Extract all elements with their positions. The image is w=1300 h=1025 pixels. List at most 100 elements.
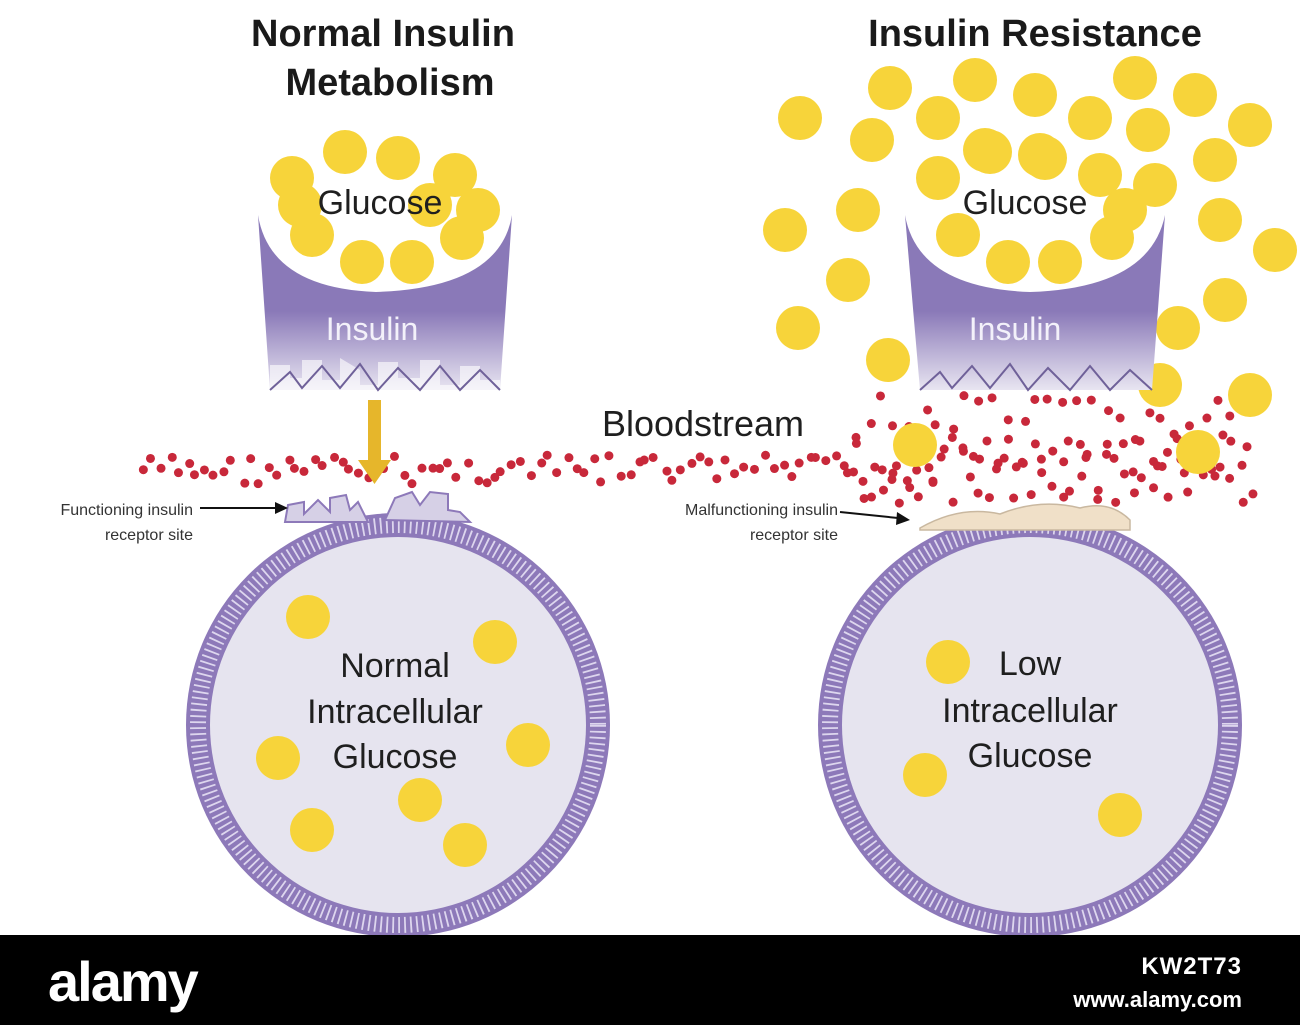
red-blood-cell — [687, 458, 697, 468]
glucose-label-right: Glucose — [963, 184, 1088, 222]
red-blood-cell — [999, 453, 1009, 463]
red-blood-cell — [1226, 436, 1236, 446]
red-blood-cell — [1030, 439, 1040, 449]
functioning-receptor-site — [283, 490, 473, 524]
bloodstream-red-cells — [138, 391, 1258, 508]
glucose-dot — [916, 96, 960, 140]
red-blood-cell — [317, 461, 327, 471]
red-blood-cell — [246, 454, 256, 464]
brand-logo: alamy — [48, 950, 199, 1013]
red-blood-cell — [526, 471, 536, 481]
red-blood-cell — [417, 463, 427, 473]
red-blood-cell — [1036, 454, 1046, 464]
red-blood-cell — [1169, 429, 1179, 439]
red-blood-cell — [949, 424, 959, 434]
red-blood-cell — [866, 492, 876, 502]
glucose-dot — [1098, 793, 1142, 837]
red-blood-cell — [1075, 439, 1085, 449]
red-blood-cell — [888, 421, 898, 431]
red-blood-cell — [1072, 396, 1082, 406]
insulin-molecule-right — [905, 130, 1165, 392]
red-blood-cell — [902, 476, 912, 486]
red-blood-cell — [973, 488, 983, 498]
red-blood-cell — [1017, 457, 1027, 467]
red-blood-cell — [389, 451, 399, 461]
red-blood-cell — [639, 455, 649, 465]
red-blood-cell — [1162, 447, 1172, 457]
glucose-dot — [376, 136, 420, 180]
red-blood-cell — [464, 458, 474, 468]
red-blood-cell — [564, 453, 574, 463]
malfunctioning-receptor-site — [919, 503, 1131, 531]
red-blood-cell — [1009, 493, 1019, 503]
red-blood-cell — [1202, 413, 1212, 423]
red-blood-cell — [285, 455, 295, 465]
red-blood-cell — [1128, 467, 1138, 477]
footer-info: KW2T73 www.alamy.com — [1073, 953, 1242, 1013]
glucose-dot — [278, 183, 322, 227]
glucose-dot — [408, 183, 452, 227]
insulin-label-left: Insulin — [326, 311, 419, 347]
glucose-dot — [256, 736, 300, 780]
red-blood-cell — [1063, 436, 1073, 446]
red-blood-cell — [1225, 473, 1235, 483]
red-blood-cell — [451, 472, 461, 482]
red-blood-cell — [1109, 453, 1119, 463]
glucose-dot — [1068, 96, 1112, 140]
glucose-dot — [866, 338, 910, 382]
red-blood-cell — [739, 462, 749, 472]
glucose-dot — [1090, 216, 1134, 260]
red-blood-cell — [1030, 394, 1040, 404]
red-blood-cell — [965, 472, 975, 482]
glucose-dot — [1133, 163, 1177, 207]
red-blood-cell — [1215, 462, 1225, 472]
red-blood-cell — [1225, 411, 1235, 421]
image-id: KW2T73 — [1141, 953, 1242, 980]
red-blood-cell — [947, 432, 957, 442]
red-blood-cell — [1086, 395, 1096, 405]
red-blood-cell — [596, 477, 606, 487]
red-blood-cell — [1102, 439, 1112, 449]
red-blood-cell — [1153, 461, 1163, 471]
red-blood-cell — [1136, 473, 1146, 483]
red-blood-cell — [338, 457, 348, 467]
glucose-dot — [440, 216, 484, 260]
red-blood-cell — [428, 463, 438, 473]
glucose-dot — [986, 240, 1030, 284]
red-blood-cell — [780, 460, 790, 470]
red-blood-cell — [442, 458, 452, 468]
glucose-dot — [868, 66, 912, 110]
red-blood-cell — [1048, 446, 1058, 456]
glucose-dot — [1126, 108, 1170, 152]
cell-right-line3: Glucose — [968, 737, 1093, 775]
red-blood-cell — [975, 454, 985, 464]
red-blood-cell — [939, 444, 949, 454]
red-blood-cell — [145, 453, 155, 463]
red-blood-cell — [894, 498, 904, 508]
glucose-dot — [936, 213, 980, 257]
title-left-line2: Metabolism — [285, 62, 494, 104]
red-blood-cell — [1021, 416, 1031, 426]
cell-left-line2: Intracellular — [307, 693, 483, 731]
red-blood-cell — [1218, 430, 1228, 440]
glucose-dot — [506, 723, 550, 767]
red-blood-cell — [878, 485, 888, 495]
glucose-dot — [893, 423, 937, 467]
site-url: www.alamy.com — [1073, 987, 1242, 1012]
red-blood-cell — [936, 452, 946, 462]
footer-bar: alamy KW2T73 www.alamy.com — [0, 935, 1300, 1025]
red-blood-cell — [866, 419, 876, 429]
functioning-pointer-arrow — [200, 502, 288, 514]
red-blood-cell — [1155, 413, 1165, 423]
glucose-dot — [763, 208, 807, 252]
red-blood-cell — [311, 455, 321, 465]
cell-left — [186, 513, 610, 935]
malfunctioning-label-line1: Malfunctioning insulin — [685, 502, 838, 519]
red-blood-cell — [930, 420, 940, 430]
glucose-dot — [390, 240, 434, 284]
red-blood-cell — [1118, 439, 1128, 449]
red-blood-cell — [616, 471, 626, 481]
red-blood-cell — [1129, 488, 1139, 498]
red-blood-cell — [1059, 492, 1069, 502]
red-blood-cell — [749, 464, 759, 474]
